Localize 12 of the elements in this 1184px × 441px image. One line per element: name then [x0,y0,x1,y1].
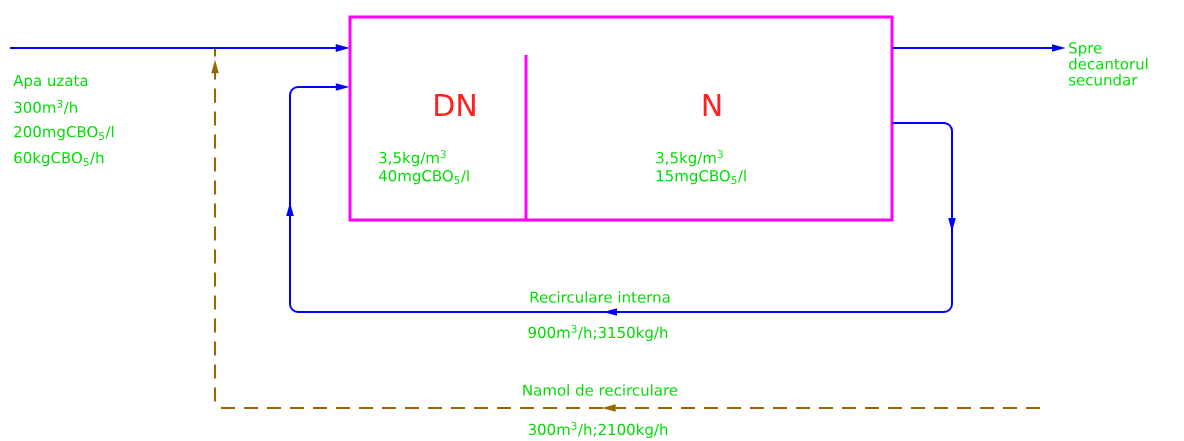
edge-label: Recirculare interna [528,290,672,304]
tank-zone: N 3,5kg/m$^{3}$ 15mgCBO$_{5}$/l [526,15,894,222]
tank-zone: DN 3,5kg/m$^{3}$ 40mgCBO$_{5}$/l [348,15,528,222]
arrow [286,83,956,316]
flow-label: Apa uzata [13,74,88,90]
flow-label: 200mgCBO$_{5}$/l [14,125,114,141]
flow-label: 60kgCBO$_{5}$/h [14,151,104,167]
flow-label: 300m$^{3}$/h [14,99,77,115]
destination-text: Spre decantorul secundar [1069,42,1148,86]
flow-label: 900m$^{3}$/h;3150kg/h [528,324,668,342]
flow-label: 300m$^{3}$/h;2100kg/h [528,421,668,439]
edge-label: Namol de recirculare [520,383,680,397]
